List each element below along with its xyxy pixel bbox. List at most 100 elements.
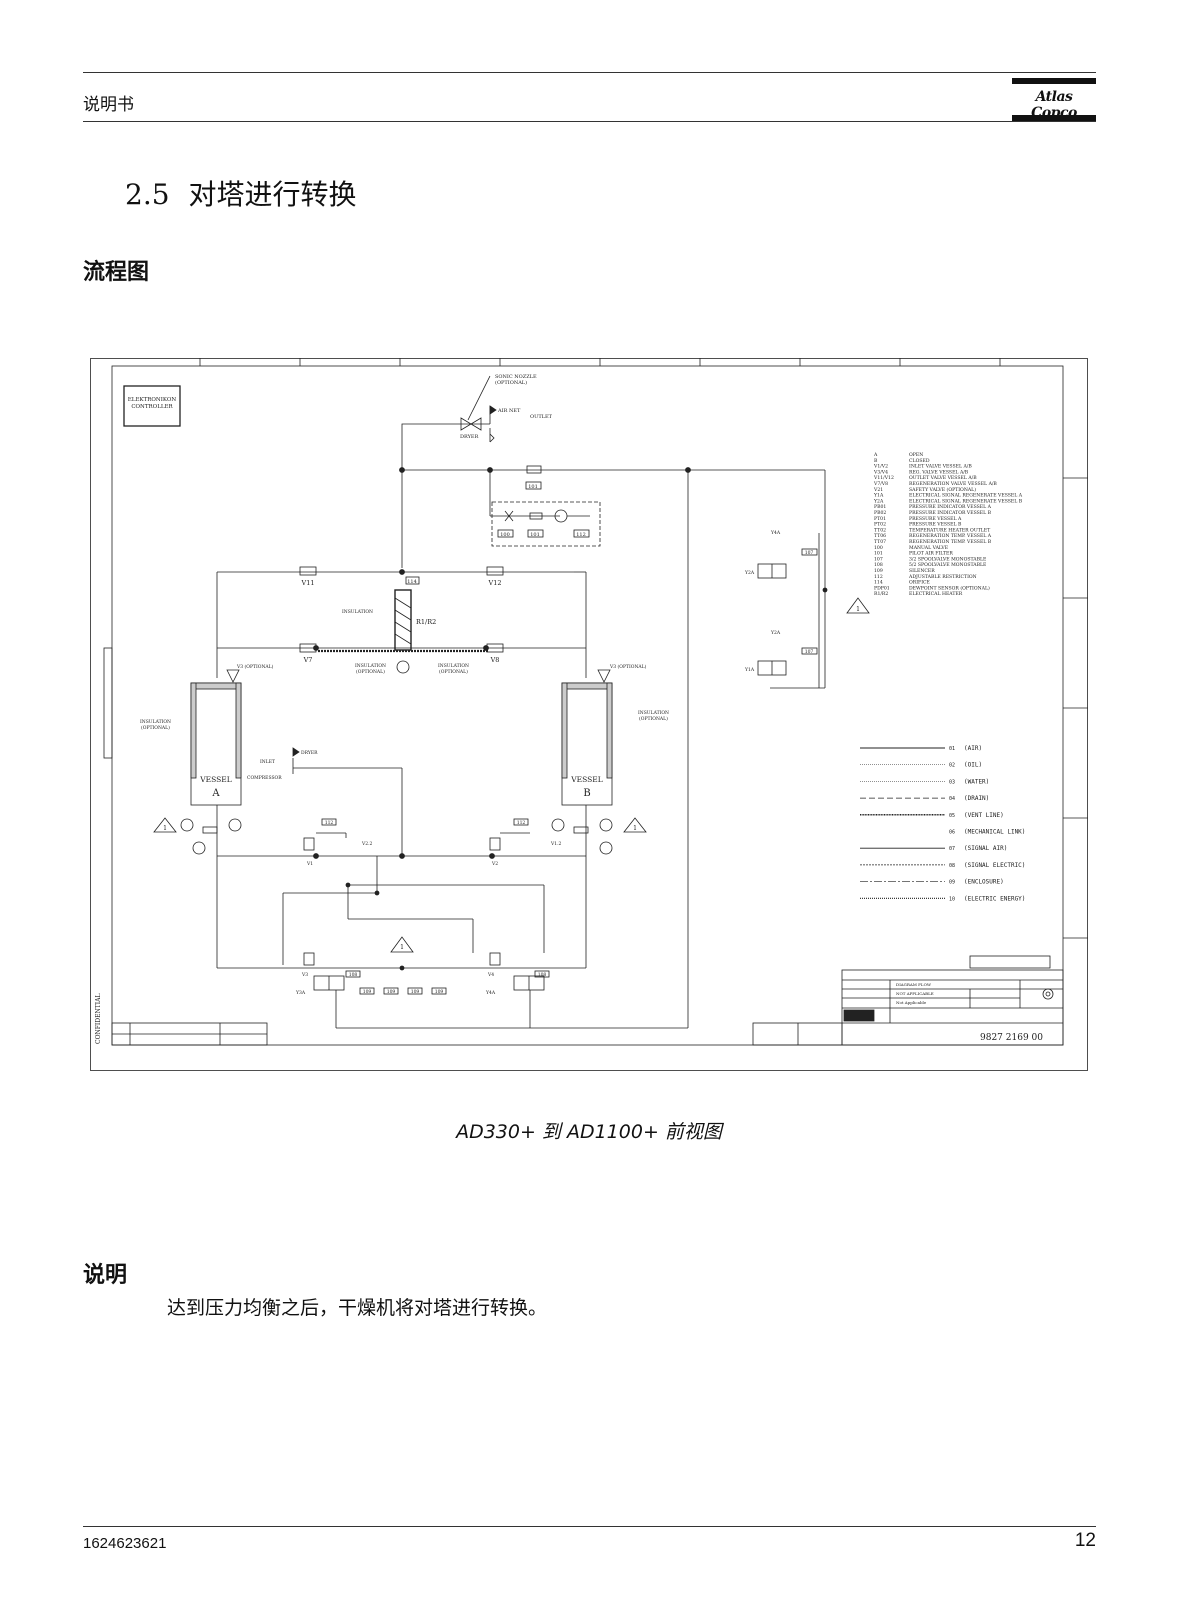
svg-text:V2: V2 bbox=[491, 861, 498, 867]
dryer-inlet-arrow-icon bbox=[292, 747, 300, 757]
svg-text:Not Applicable: Not Applicable bbox=[896, 1000, 927, 1005]
legend-description: REGENERATION VALVE VESSEL A/B bbox=[909, 481, 997, 487]
svg-text:VESSEL: VESSEL bbox=[570, 775, 603, 784]
legend-description: REGENERATION TEMP. VESSEL A bbox=[909, 533, 992, 539]
svg-text:1: 1 bbox=[163, 825, 167, 832]
svg-text:INSULATION: INSULATION bbox=[438, 663, 469, 669]
figure-caption: AD330+ 到 AD1100+ 前视图 bbox=[456, 1121, 722, 1143]
svg-text:Y4A: Y4A bbox=[770, 530, 781, 536]
svg-text:112: 112 bbox=[576, 532, 586, 538]
svg-text:1: 1 bbox=[856, 606, 860, 613]
line-type-number: 04 bbox=[949, 796, 955, 802]
gauge-icon bbox=[180, 818, 194, 832]
footer-rule bbox=[83, 1526, 1096, 1527]
line-type-label: (WATER) bbox=[964, 778, 989, 785]
legend-description: PILOT AIR FILTER bbox=[909, 551, 953, 557]
page-number: 12 bbox=[1074, 1530, 1096, 1551]
legend-description: ELECTRICAL SIGNAL REGENERATE VESSEL A bbox=[909, 493, 1023, 499]
legend-code: PT02 bbox=[874, 522, 886, 528]
line-type-number: 09 bbox=[949, 880, 955, 886]
vessel-b bbox=[561, 682, 613, 806]
legend-description: INLET VALVE VESSEL A/B bbox=[909, 464, 972, 470]
svg-text:1: 1 bbox=[633, 825, 637, 832]
flow-diagram: ELEKTRONIKON CONTROLLER SONIC NOZZLE (OP… bbox=[90, 358, 1088, 1071]
legend-description: PRESSURE INDICATOR VESSEL B bbox=[909, 510, 992, 516]
svg-text:DIAGRAM FLOW: DIAGRAM FLOW bbox=[896, 982, 932, 987]
vessel-a bbox=[190, 682, 242, 806]
legend-code: PDP01 bbox=[874, 585, 890, 591]
legend-code: 100 bbox=[874, 545, 883, 551]
legend-code: 107 bbox=[874, 556, 883, 562]
svg-text:109: 109 bbox=[387, 989, 396, 995]
legend-code: 101 bbox=[874, 551, 883, 557]
line-type-label: (VENT LINE) bbox=[964, 812, 1004, 819]
svg-text:V1.2: V1.2 bbox=[550, 841, 562, 847]
legend-code: V3/V4 bbox=[873, 469, 888, 475]
svg-text:V1: V1 bbox=[306, 861, 313, 867]
svg-text:NOT APPLICABLE: NOT APPLICABLE bbox=[896, 991, 934, 996]
gauge-icon bbox=[599, 818, 613, 832]
svg-text:DRYER: DRYER bbox=[301, 750, 318, 756]
svg-text:114: 114 bbox=[407, 579, 417, 585]
svg-text:107: 107 bbox=[805, 550, 814, 556]
gauge-icon bbox=[228, 818, 242, 832]
legend-description: 5/2 SPOOLVALVE MONOSTABLE bbox=[909, 562, 986, 568]
safety-valve-right-icon bbox=[597, 669, 611, 683]
legend-code: V7/V8 bbox=[873, 481, 888, 487]
temp-gauge-icon bbox=[396, 660, 410, 674]
svg-text:INSULATION: INSULATION bbox=[140, 719, 171, 725]
line-type-number: 01 bbox=[949, 746, 955, 752]
gauge-icon bbox=[599, 841, 613, 855]
svg-text:101: 101 bbox=[530, 532, 540, 538]
svg-text:Y3A: Y3A bbox=[295, 990, 306, 996]
svg-text:109: 109 bbox=[435, 989, 444, 995]
warning-icon bbox=[153, 817, 177, 833]
revision-block bbox=[111, 1022, 268, 1046]
legend-code: PB01 bbox=[874, 504, 886, 510]
svg-text:R1/R2: R1/R2 bbox=[416, 618, 436, 626]
legend-code: V11/V12 bbox=[873, 475, 894, 481]
line-type-number: 05 bbox=[949, 813, 955, 819]
svg-text:112: 112 bbox=[517, 820, 526, 826]
legend-description: TEMPERATURE HEATER OUTLET bbox=[909, 527, 991, 533]
line-type-label: (DRAIN) bbox=[964, 795, 989, 802]
svg-text:(OPTIONAL): (OPTIONAL) bbox=[639, 715, 668, 722]
description-heading: 说明 bbox=[83, 1263, 128, 1288]
line-type-label: (ENCLOSURE) bbox=[964, 879, 1004, 886]
svg-text:INSULATION: INSULATION bbox=[638, 710, 669, 716]
legend-description: MANUAL VALVE bbox=[909, 545, 948, 551]
air-net-label: AIR NET bbox=[497, 408, 521, 414]
legend-code: V1/V2 bbox=[873, 464, 888, 470]
svg-text:COMPRESSOR: COMPRESSOR bbox=[247, 775, 282, 781]
legend-code: 109 bbox=[874, 568, 883, 574]
svg-text:(OPTIONAL): (OPTIONAL) bbox=[356, 668, 385, 675]
orifice-114 bbox=[405, 576, 420, 585]
line-type-label: (OIL) bbox=[964, 762, 982, 769]
svg-text:100: 100 bbox=[500, 532, 510, 538]
svg-text:INLET: INLET bbox=[260, 759, 275, 765]
legend-description: ADJUSTABLE RESTRICTION bbox=[908, 574, 977, 580]
controller-label-1: ELEKTRONIKON bbox=[128, 397, 177, 403]
legend-code: B bbox=[874, 458, 878, 464]
valve-v4 bbox=[489, 952, 501, 966]
svg-text:A: A bbox=[211, 788, 220, 799]
line-type-label: (SIGNAL ELECTRIC) bbox=[964, 862, 1025, 869]
legend-description: PRESSURE INDICATOR VESSEL A bbox=[909, 504, 992, 510]
confidential-label: CONFIDENTIAL bbox=[95, 994, 102, 1044]
legend-code: Y2A bbox=[873, 498, 884, 504]
outlet-label: OUTLET bbox=[530, 414, 553, 420]
line-type-label: (SIGNAL AIR) bbox=[964, 845, 1007, 852]
section-title: 2.5 对塔进行转换 bbox=[125, 173, 356, 213]
legend-description: SAFETY VALVE (OPTIONAL) bbox=[909, 486, 976, 493]
svg-text:108: 108 bbox=[349, 972, 358, 978]
gauge-icon bbox=[192, 841, 206, 855]
filter-101-box bbox=[525, 481, 542, 490]
legend-description: ORIFICE bbox=[909, 580, 930, 586]
legend-code: A bbox=[873, 452, 878, 458]
legend-description: REG. VALVE VESSEL A/B bbox=[909, 469, 969, 475]
line-type-label: (MECHANICAL LINK) bbox=[964, 829, 1025, 836]
line-type-label: (ELECTRIC ENERGY) bbox=[964, 895, 1025, 902]
svg-text:INSULATION: INSULATION bbox=[355, 663, 386, 669]
svg-text:B: B bbox=[583, 788, 590, 799]
